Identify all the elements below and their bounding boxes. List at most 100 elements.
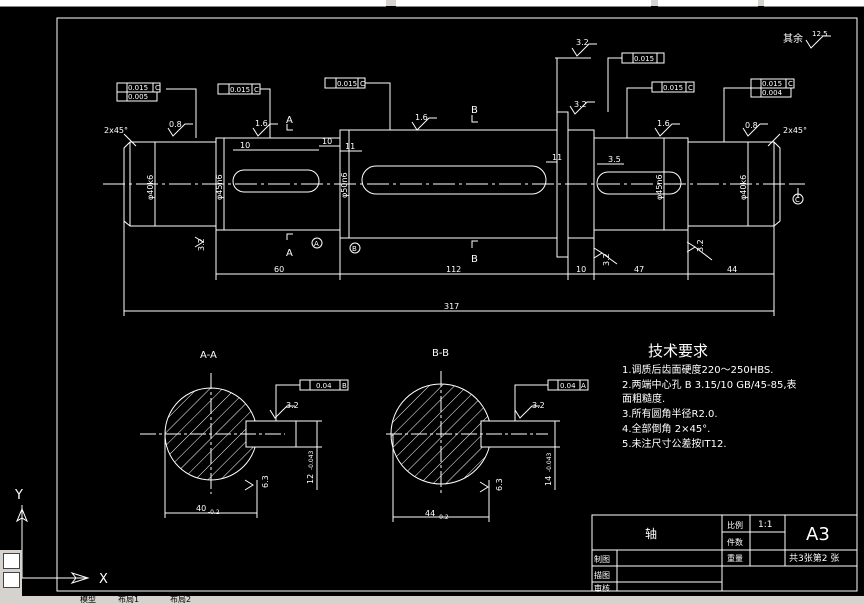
drawing-label: 1:1 [758,520,772,530]
drawing-label: B [471,254,478,265]
drawing-label: 10 [576,265,586,274]
command-window-icon[interactable] [3,572,20,588]
drawing-label: 14 [544,476,553,486]
drawing-label: 11 [345,142,355,151]
title-block [591,514,858,592]
drawing-label: B [471,105,478,116]
toolbar-dropdown[interactable] [0,0,386,7]
drawing-label: 47 [634,265,644,274]
drawing-label: 1.6 [657,119,670,128]
drawing-label: 60 [274,265,284,274]
drawing-frame [56,17,858,592]
drawing-label: C [360,80,365,88]
drawing-label: A [314,240,319,248]
drawing-label: 0.004 [762,89,783,97]
drawing-label: φ40k6 [146,175,155,200]
layout-tabs-bar: 模型 布局1 布局2 [0,595,864,604]
drawing-label: 0.04 [560,382,576,390]
drawing-label: 0.8 [169,120,182,129]
drawing-label: 317 [444,302,459,311]
sheet-size: A3 [806,524,830,545]
tol-1b: 0.005 [128,93,148,101]
drawing-label: 12 [306,474,315,484]
drawing-label: 0.015 [230,86,250,94]
toolbar-dropdown[interactable] [396,0,651,7]
drawing-label: 10 [240,141,250,150]
drawing-label: φ45n6 [215,174,224,200]
chamfer-left: 2x45° [104,126,128,135]
drawing-label: 112 [446,265,461,274]
drawing-label: 11 [552,153,562,162]
drawing-label: φ45n6 [655,174,664,200]
drawing-label: 2.两端中心孔 B 3.15/10 GB/45-85,表 [622,378,797,391]
tol-1a: 0.015 [128,84,148,92]
drawing-label: 3.所有圆角半径R2.0. [622,407,718,420]
drawing-label: -0.2 [208,509,220,516]
drawing-label: A [581,382,586,390]
drawing-label: 0.04 [316,382,332,390]
drawing-label: A [286,115,293,126]
drawing-label: 5.未注尺寸公差按IT12. [622,437,727,450]
drawing-canvas[interactable]: 0.015 C 0.005 0.015 C 0.015 C 0.015 0.01… [0,6,864,592]
drawing-label: 1.6 [415,113,428,122]
drawing-label: 44 [425,509,435,518]
drawing-label: 重量 [727,553,743,563]
drawing-label: 3.2 [574,100,587,109]
tech-heading: 技术要求 [648,342,708,360]
drawing-label: C [688,84,693,92]
section-aa-title: A-A [200,350,217,361]
drawing-label: 面粗糙度. [622,392,665,405]
drawing-label: 3.2 [576,38,589,47]
ucs-x-label: X [99,572,108,587]
drawing-label: 3.2 [532,401,545,410]
drawing-label: 其余 [783,32,803,45]
side-tool-panel [0,550,22,596]
chamfer-right: 2x45° [783,126,807,135]
tab-layout1[interactable]: 布局1 [118,595,140,604]
tech-requirements: 技术要求 1.调质后齿面硬度220～250HBS. 2.两端中心孔 B 3.15… [622,342,797,450]
window-top-edge [0,0,864,7]
drawing-label: -0.043 [308,450,315,470]
drawing-label: C [795,196,800,204]
drawing-label: 审核 [594,583,610,592]
drawing-label: 6.3 [495,478,504,491]
drawing-label: φ50n6 [340,172,349,198]
drawing-label: -0.2 [437,514,449,521]
drawing-label: 比例 [727,520,743,530]
drawing-label: 0.015 [663,84,683,92]
drawing-label: 制图 [594,554,610,564]
ucs-icon [15,505,90,584]
drawing-label: B [342,382,347,390]
keyway-right [596,171,682,195]
title-block-text: 轴 比例 1:1 件数 重量 A3 共3张第2 张 制图 描图 审核 [594,520,839,592]
drawing-label: C [254,86,259,94]
tolerance-frames [116,52,804,391]
drawing-label: 3.5 [608,155,621,164]
drawing-label: φ40k6 [739,175,748,200]
drawing-label: 3.2 [197,238,206,251]
close-icon[interactable] [3,553,20,569]
drawing-label: 件数 [727,537,743,547]
drawing-label: 44 [727,265,737,274]
tab-layout2[interactable]: 布局2 [170,595,192,604]
drawing-label: 6.3 [261,475,270,488]
drawing-label: 3.2 [696,239,705,252]
toolbar-dropdown[interactable] [658,0,758,7]
ucs-y-label: Y [14,488,23,503]
drawing-label: 共3张第2 张 [789,552,839,564]
drawing-label: 4.全部倒角 2×45°. [622,422,710,435]
tab-model[interactable]: 模型 [80,595,96,604]
toolbar-dropdown[interactable] [764,0,864,7]
drawing-label: A [286,248,293,259]
section-bb-title: B-B [432,348,449,359]
drawing-label: C [155,84,160,92]
drawing-label: 0.015 [762,80,782,88]
drawing-label: 0.8 [745,121,758,130]
drawing-label: 0.015 [634,55,654,63]
drawing-label: 3.2 [602,253,611,266]
drawing-label: 40 [196,504,206,513]
drawing-label: 3.2 [286,401,299,410]
keyway-left [232,169,320,193]
drawing-label: 1.调质后齿面硬度220～250HBS. [622,363,773,376]
drawing-label: B [352,245,357,253]
